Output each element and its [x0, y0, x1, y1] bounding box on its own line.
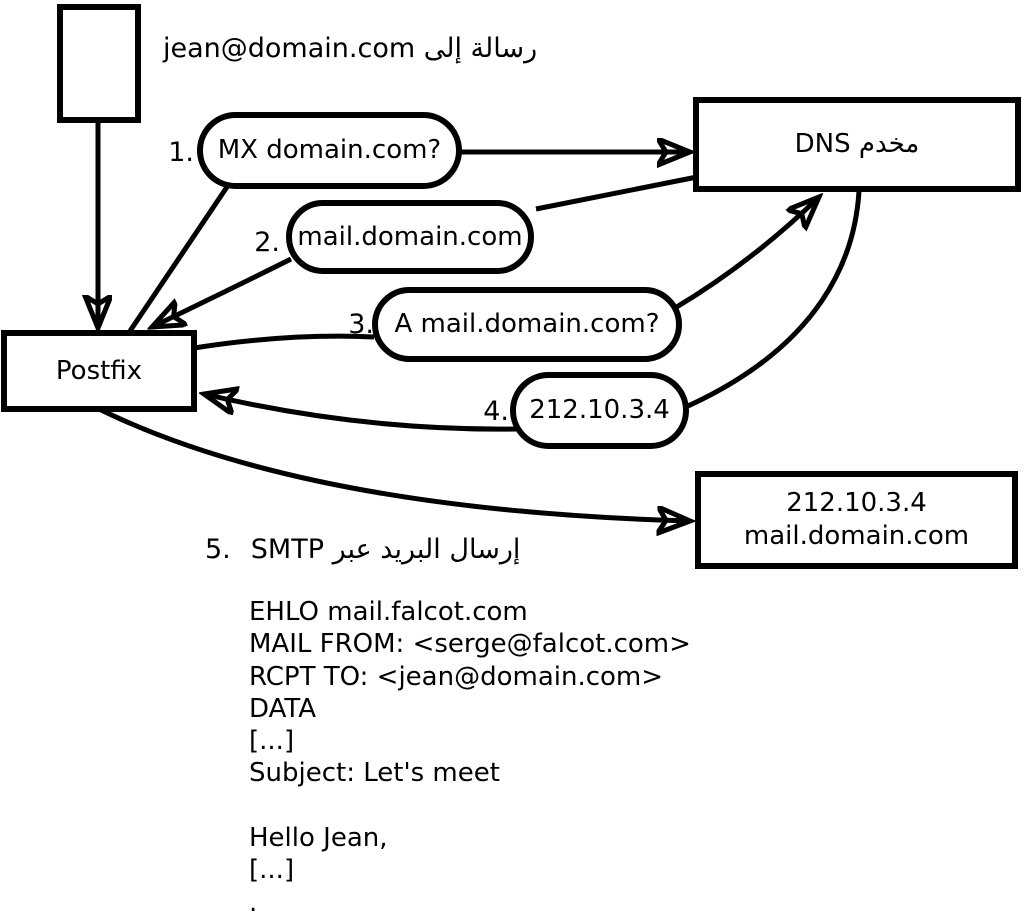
smtp-line-data: DATA — [249, 693, 316, 724]
arrow-a-query-to-dns — [673, 197, 819, 311]
smtp-line-rcpt-to: RCPT TO: <jean@domain.com> — [249, 661, 664, 692]
smtp-line-ehlo: EHLO mail.falcot.com — [249, 597, 528, 627]
arrow-postfix-to-mail-server — [97, 406, 690, 521]
smtp-line-subject: Subject: Let's meet — [249, 758, 500, 789]
mail-server-node: 212.10.3.4 mail.domain.com — [695, 471, 1018, 569]
bubble-a-query: A mail.domain.com? — [372, 287, 682, 362]
dns-server-label: مخدم DNS — [794, 129, 920, 160]
message-to-recipient-label: رسالة إلى jean@domain.com — [163, 33, 538, 64]
step5-label: إرسال البريد عبر SMTP — [250, 534, 521, 565]
step5-row: 5. إرسال البريد عبر SMTP — [205, 534, 520, 565]
dns-server-node: مخدم DNS — [693, 97, 1021, 192]
smtp-line-end-dot: . — [249, 887, 258, 918]
bubble-mx-answer-label: mail.domain.com — [297, 221, 523, 252]
bubble-mx-query: MX domain.com? — [197, 112, 462, 189]
postfix-node: Postfix — [1, 330, 197, 412]
bubble-ip-answer: 212.10.3.4 — [510, 372, 689, 449]
mail-server-hostname: mail.domain.com — [743, 521, 970, 551]
step-number-3: 3. — [348, 309, 374, 340]
step-number-4: 4. — [483, 396, 509, 427]
smtp-line-ellipsis-1: [...] — [249, 726, 295, 757]
bubble-mx-query-label: MX domain.com? — [217, 135, 442, 166]
smtp-line-ellipsis-2: [...] — [249, 855, 295, 886]
step-number-1: 1. — [168, 137, 194, 168]
line-dns-to-ip-answer — [686, 190, 862, 409]
bubble-mx-answer: mail.domain.com — [286, 200, 534, 274]
mail-server-label: 212.10.3.4 mail.domain.com — [744, 487, 969, 553]
line-postfix-to-a-query — [193, 333, 375, 351]
arrow-ip-answer-to-postfix — [204, 394, 517, 432]
smtp-line-mail-from: MAIL FROM: <serge@falcot.com> — [249, 629, 691, 660]
line-postfix-to-mx-query — [127, 179, 234, 333]
smtp-session-transcript: EHLO mail.falcot.com MAIL FROM: <serge@f… — [249, 596, 691, 919]
bubble-a-query-label: A mail.domain.com? — [394, 309, 660, 340]
bubble-ip-answer-label: 212.10.3.4 — [529, 395, 670, 426]
step-number-2: 2. — [254, 227, 280, 258]
mail-server-ip: 212.10.3.4 — [786, 488, 927, 518]
smtp-line-blank — [249, 790, 691, 822]
step-number-5: 5. — [205, 534, 231, 565]
arrow-mx-answer-to-postfix — [152, 256, 293, 327]
message-envelope-icon — [57, 4, 141, 123]
smtp-line-greeting: Hello Jean, — [249, 823, 388, 854]
postfix-label: Postfix — [55, 355, 143, 386]
line-dns-to-mx-answer — [535, 174, 698, 212]
